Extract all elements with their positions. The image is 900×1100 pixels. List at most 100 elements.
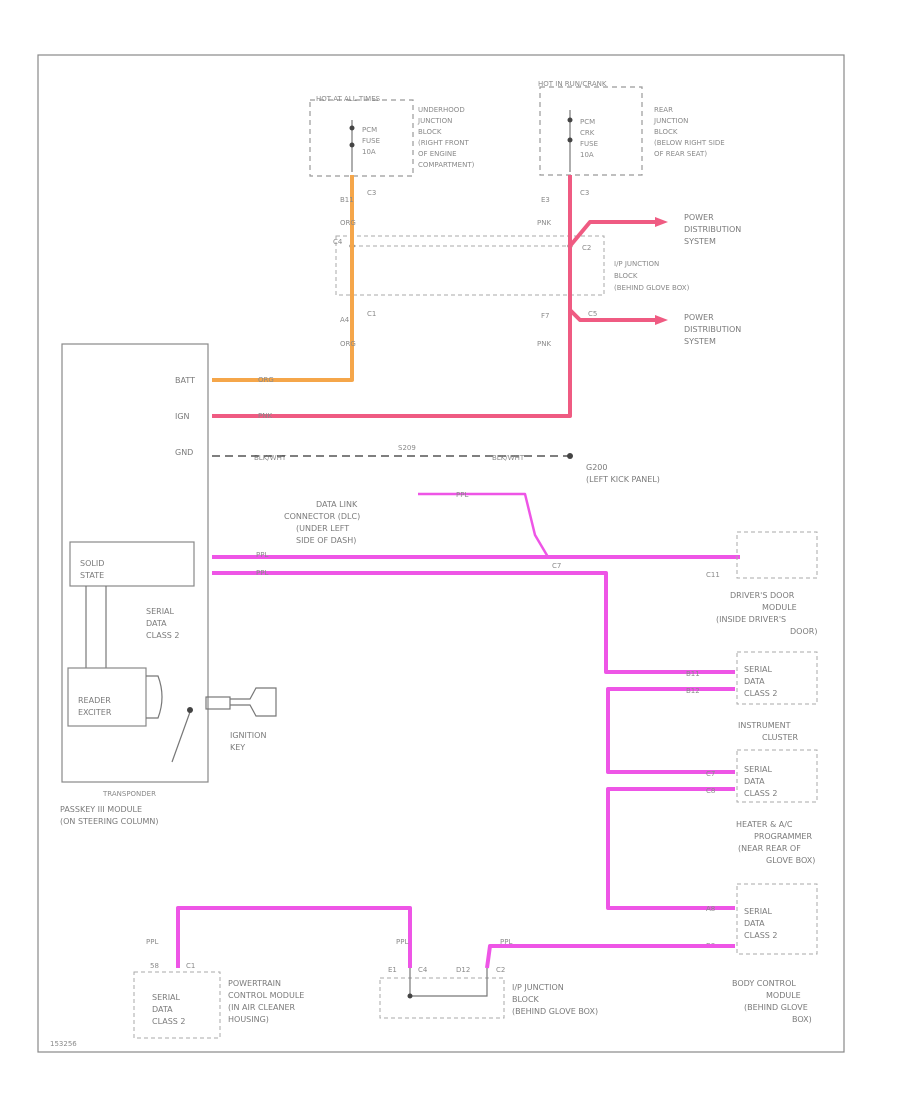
wire-org2: ORG bbox=[340, 340, 356, 348]
pin-hvac-a: C7 bbox=[706, 770, 715, 778]
ipc-l2: CLUSTER bbox=[762, 733, 799, 742]
wire-batt-orange bbox=[212, 175, 354, 382]
driver-door-pin: C11 bbox=[706, 571, 720, 579]
ign-wire-label: PNK bbox=[258, 412, 272, 420]
solid-state-box bbox=[69, 541, 195, 587]
bcm-l3: (BEHIND GLOVE bbox=[744, 1003, 808, 1012]
underhood-l5: OF ENGINE bbox=[418, 150, 457, 158]
pin-ipc-b: B12 bbox=[686, 687, 700, 695]
rear-l5: OF REAR SEAT) bbox=[654, 150, 707, 158]
ip-bottom-internal bbox=[409, 968, 488, 997]
hot-run-crank-label: HOT IN RUN/CRANK bbox=[538, 80, 607, 88]
door-l4: DOOR) bbox=[790, 627, 817, 636]
power-dist-2-l3: SYSTEM bbox=[684, 337, 716, 346]
wire-serial-hvac bbox=[606, 787, 735, 910]
pcm-name-l3: (IN AIR CLEANER bbox=[228, 1003, 296, 1012]
diagram-frame bbox=[37, 54, 845, 1053]
dlc-l3: (UNDER LEFT bbox=[296, 524, 349, 533]
pin-c3a: C3 bbox=[367, 189, 376, 197]
serial-l2: DATA bbox=[146, 619, 167, 628]
transponder-label: TRANSPONDER bbox=[102, 790, 156, 798]
arrow-power-dist-1 bbox=[655, 217, 668, 227]
fuse1-l3: 10A bbox=[362, 148, 376, 156]
pin-58: 58 bbox=[150, 962, 159, 970]
pin-e3: E3 bbox=[541, 196, 550, 204]
ip-junction-block-bottom bbox=[379, 977, 505, 1019]
pin-c2: C2 bbox=[582, 244, 591, 252]
reader-l2: EXCITER bbox=[78, 708, 112, 717]
power-dist-1-l1: POWER bbox=[684, 213, 714, 222]
pin-e1: E1 bbox=[388, 966, 397, 974]
pin-c5: C5 bbox=[588, 310, 597, 318]
ppl-label-1: PPL bbox=[256, 551, 268, 559]
wire-pink-power-dist-1 bbox=[568, 220, 655, 248]
ipc-serial-l3: CLASS 2 bbox=[744, 689, 778, 698]
power-dist-1-l2: DISTRIBUTION bbox=[684, 225, 741, 234]
fuse2-l1: PCM bbox=[580, 118, 595, 126]
pcm-serial-l1: SERIAL bbox=[152, 993, 181, 1002]
ignition-key-icon bbox=[171, 687, 277, 763]
hvac-l3: (NEAR REAR OF bbox=[738, 844, 801, 853]
power-dist-2-l2: DISTRIBUTION bbox=[684, 325, 741, 334]
wire-pink-power-dist-2 bbox=[568, 308, 655, 322]
underhood-l3: BLOCK bbox=[418, 128, 442, 136]
ip-bottom-l1: I/P JUNCTION bbox=[512, 983, 564, 992]
underhood-l1: UNDERHOOD bbox=[418, 106, 465, 114]
wire-dlc-ppl bbox=[418, 492, 550, 558]
underhood-fuse-block bbox=[309, 99, 414, 177]
door-l3: (INSIDE DRIVER'S bbox=[716, 615, 786, 624]
solid-state-l2: STATE bbox=[80, 571, 104, 580]
hvac-serial-box bbox=[736, 749, 818, 803]
pin-f7: F7 bbox=[541, 312, 549, 320]
door-l1: DRIVER'S DOOR bbox=[730, 591, 795, 600]
wire-org1: ORG bbox=[340, 219, 356, 227]
bottom-ppl-1: PPL bbox=[146, 938, 158, 946]
hvac-l4: GLOVE BOX) bbox=[766, 856, 815, 865]
pin-c4: C4 bbox=[333, 238, 343, 246]
arrow-power-dist-2 bbox=[655, 315, 668, 325]
pcm-serial-l3: CLASS 2 bbox=[152, 1017, 186, 1026]
driver-door-module bbox=[736, 531, 818, 579]
hot-at-all-times-label: HOT AT ALL TIMES bbox=[316, 95, 381, 103]
pin-ipc-a: B11 bbox=[686, 670, 700, 678]
fuse2-l4: 10A bbox=[580, 151, 594, 159]
underhood-l6: COMPARTMENT) bbox=[418, 161, 475, 169]
serial-l3: CLASS 2 bbox=[146, 631, 180, 640]
ip-top-l1: I/P JUNCTION bbox=[614, 260, 659, 268]
hvac-serial-l1: SERIAL bbox=[744, 765, 773, 774]
rear-l3: BLOCK bbox=[654, 128, 678, 136]
ppl-label-2: PPL bbox=[256, 569, 268, 577]
ip-bottom-l3: (BEHIND GLOVE BOX) bbox=[512, 1007, 598, 1016]
figure-id: 153256 bbox=[50, 1040, 77, 1048]
ip-bottom-dot bbox=[407, 993, 413, 999]
gnd-wire-label: BLK/WHT bbox=[254, 454, 287, 462]
wire-serial-lower bbox=[212, 571, 735, 674]
ground-wire-label: BLK/WHT bbox=[492, 454, 525, 462]
hvac-serial-l3: CLASS 2 bbox=[744, 789, 778, 798]
pin-c3b: C3 bbox=[580, 189, 589, 197]
reader-exciter-box bbox=[67, 667, 147, 727]
ipc-l1: INSTRUMENT bbox=[738, 721, 791, 730]
fuse1-l1: PCM bbox=[362, 126, 377, 134]
fuse-2 bbox=[567, 110, 573, 172]
bcm-serial-box bbox=[736, 883, 818, 955]
pin-c4-bottom: C4 bbox=[418, 966, 428, 974]
wire-pnk2: PNK bbox=[537, 340, 551, 348]
key-l2: KEY bbox=[230, 743, 245, 752]
bcm-serial-l1: SERIAL bbox=[744, 907, 773, 916]
fuse2-l2: CRK bbox=[580, 129, 595, 137]
key-l1: IGNITION bbox=[230, 731, 266, 740]
power-dist-2-l1: POWER bbox=[684, 313, 714, 322]
hvac-serial-l2: DATA bbox=[744, 777, 765, 786]
pin-a4: A4 bbox=[340, 316, 350, 324]
wire-pnk1: PNK bbox=[537, 219, 551, 227]
ipc-serial-box bbox=[736, 651, 818, 705]
ground-name: G200 bbox=[586, 463, 607, 472]
pin-b11: B11 bbox=[340, 196, 354, 204]
splice-pin-c7: C7 bbox=[552, 562, 561, 570]
fuse2-l3: FUSE bbox=[580, 140, 598, 148]
ipc-serial-l1: SERIAL bbox=[744, 665, 773, 674]
underhood-l4: (RIGHT FRONT bbox=[418, 139, 469, 147]
bottom-ppl-2: PPL bbox=[396, 938, 408, 946]
